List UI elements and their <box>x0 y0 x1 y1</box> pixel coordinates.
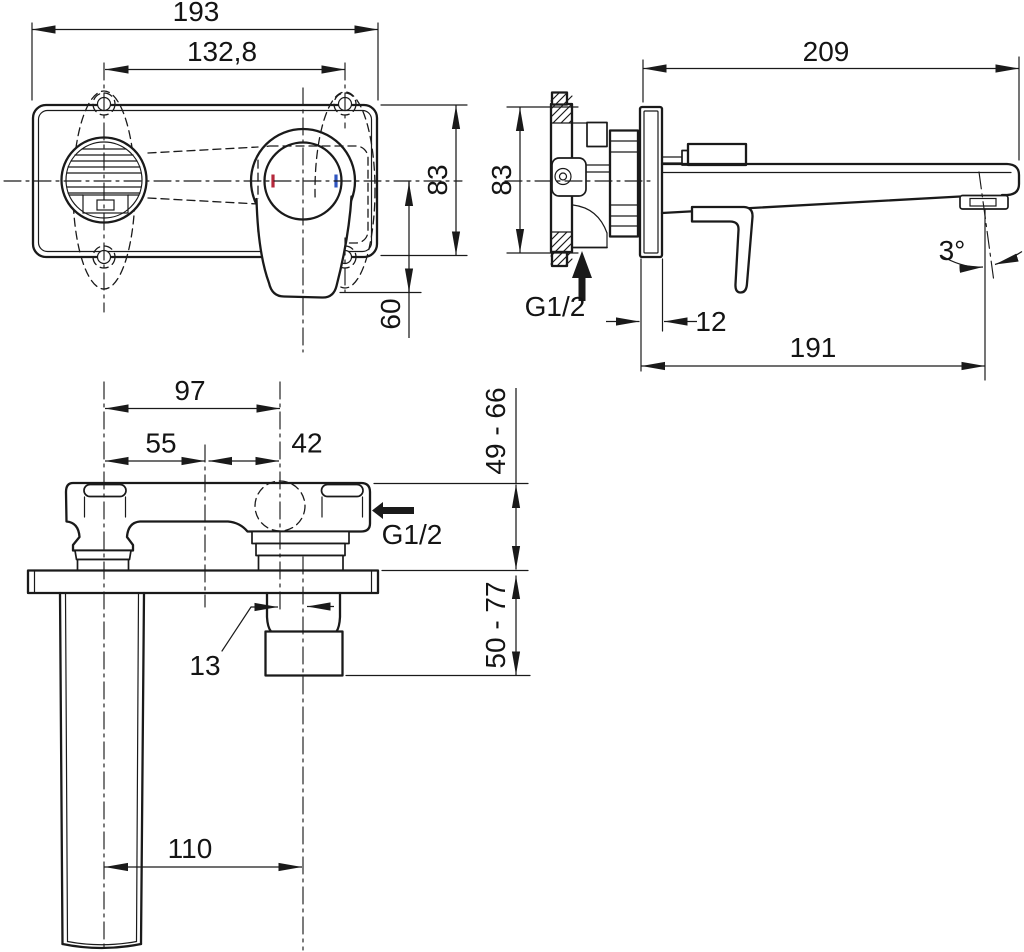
dim-front-hole-spacing: 132,8 <box>187 36 257 67</box>
dim-plan-front-depth: 50 - 77 <box>480 581 511 668</box>
dim-plan-inlet-to-mid: 55 <box>145 428 176 459</box>
dim-plan-outlet-offset: 13 <box>189 650 220 681</box>
plan-dimensions: 97 55 42 49 - 66 50 - 77 13 110 <box>104 375 531 872</box>
plan-centerlines <box>103 381 304 951</box>
hidden-body-outline <box>72 90 376 290</box>
spout-side <box>660 142 1021 215</box>
front-view: 193 132,8 83 60 <box>3 0 468 353</box>
side-dimensions: 209 83 12 191 3° <box>486 36 1023 372</box>
cartridge-cap <box>686 142 748 167</box>
dim-front-plate-height: 83 <box>422 164 453 195</box>
side-view: G1/2 209 83 12 191 3° <box>486 36 1023 381</box>
built-in-body <box>64 481 372 552</box>
outlet-flange-step2 <box>255 542 346 557</box>
label-side-inlet-thread: G1/2 <box>525 291 586 322</box>
front-dimensions: 193 132,8 83 60 <box>31 0 468 338</box>
spout-outlet-front <box>60 136 148 224</box>
fixing-screw-side <box>554 167 572 186</box>
front-centerlines <box>3 62 463 353</box>
dim-side-spout-reach: 191 <box>790 332 837 363</box>
dim-plan-mid-to-cartridge: 42 <box>291 428 322 459</box>
dim-plan-rough-in-depth: 49 - 66 <box>480 387 511 474</box>
right-bracket-hidden-oval <box>314 91 376 289</box>
dim-front-lever-drop: 60 <box>375 298 406 329</box>
aerator-key-flat <box>82 194 129 214</box>
body-slots <box>83 483 364 518</box>
outlet-tilt-centerline <box>978 171 995 283</box>
outlet-spigot <box>264 591 344 677</box>
spout-tube-plan <box>58 591 146 950</box>
outlet-flange-step3 <box>257 554 344 572</box>
label-plan-outlet-thread: G1/2 <box>382 519 443 550</box>
dim-side-spout-angle: 3° <box>939 235 966 266</box>
spout-top-edge <box>660 162 1021 197</box>
escutcheon-side <box>638 105 664 259</box>
dim-plan-inlet-to-cartridge: 97 <box>174 375 205 406</box>
outlet-flange-step1 <box>251 530 350 545</box>
outlet-arrow-icon <box>372 502 414 519</box>
inlet-union-step <box>74 549 132 561</box>
dim-side-total-reach: 209 <box>803 36 850 67</box>
handle-lever-side <box>690 205 754 294</box>
dim-plan-spout-to-cartridge: 110 <box>168 833 213 864</box>
plan-view: G1/2 97 55 42 49 - 66 50 - 77 13 110 <box>26 375 531 951</box>
dim-side-flange-height: 83 <box>486 164 517 195</box>
inlet-arrow-icon <box>572 251 592 301</box>
dim-front-total-width: 193 <box>173 0 220 27</box>
handle-lever <box>255 195 353 299</box>
dim-side-plate-depth: 12 <box>695 306 726 337</box>
wall-section <box>26 569 380 595</box>
inlet-union <box>76 558 130 572</box>
